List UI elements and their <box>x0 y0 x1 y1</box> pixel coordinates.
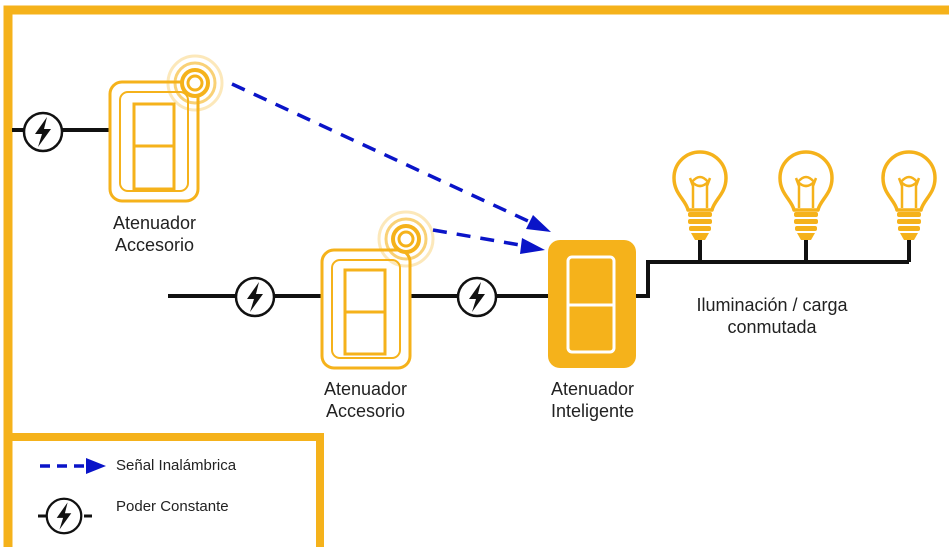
wireless-signal-arrow-middle <box>432 228 545 254</box>
legend-box <box>8 433 324 547</box>
legend-constant-power-label: Poder Constante <box>116 498 229 515</box>
signal-icon-middle <box>377 210 435 268</box>
label-accessory-middle-line2: Accesorio <box>325 401 406 421</box>
label-smart-dimmer: Atenuador Inteligente <box>530 378 655 422</box>
accessory-dimmer-middle <box>320 248 412 370</box>
power-icon-top <box>22 111 64 153</box>
signal-icon-top <box>166 54 224 112</box>
label-load: Iluminación / carga conmutada <box>672 294 872 338</box>
legend-wireless-signal-label: Señal Inalámbrica <box>116 457 237 474</box>
frame-border <box>3 5 949 547</box>
accessory-dimmer-top <box>108 80 200 203</box>
label-load-line2: conmutada <box>727 317 817 337</box>
light-bulb-icon-1 <box>672 150 728 242</box>
label-accessory-middle: Atenuador Accesorio <box>303 378 428 422</box>
power-icon-main-right <box>456 276 498 318</box>
wire-load <box>636 260 909 298</box>
label-accessory-top-line1: Atenuador <box>112 213 197 233</box>
light-bulb-icon-2 <box>778 150 834 242</box>
label-load-line1: Iluminación / carga <box>696 295 848 315</box>
smart-dimmer <box>548 240 636 368</box>
label-accessory-top: Atenuador Accesorio <box>92 212 217 256</box>
light-bulb-icon-3 <box>881 150 937 242</box>
legend-signal-arrow <box>40 458 106 474</box>
power-icon-main-left <box>234 276 276 318</box>
legend-power-icon <box>38 497 92 535</box>
label-smart-line1: Atenuador <box>550 379 635 399</box>
wireless-signal-arrow-top <box>231 82 551 232</box>
label-smart-line2: Inteligente <box>550 401 635 421</box>
label-accessory-middle-line1: Atenuador <box>323 379 408 399</box>
label-accessory-top-line2: Accesorio <box>114 235 195 255</box>
